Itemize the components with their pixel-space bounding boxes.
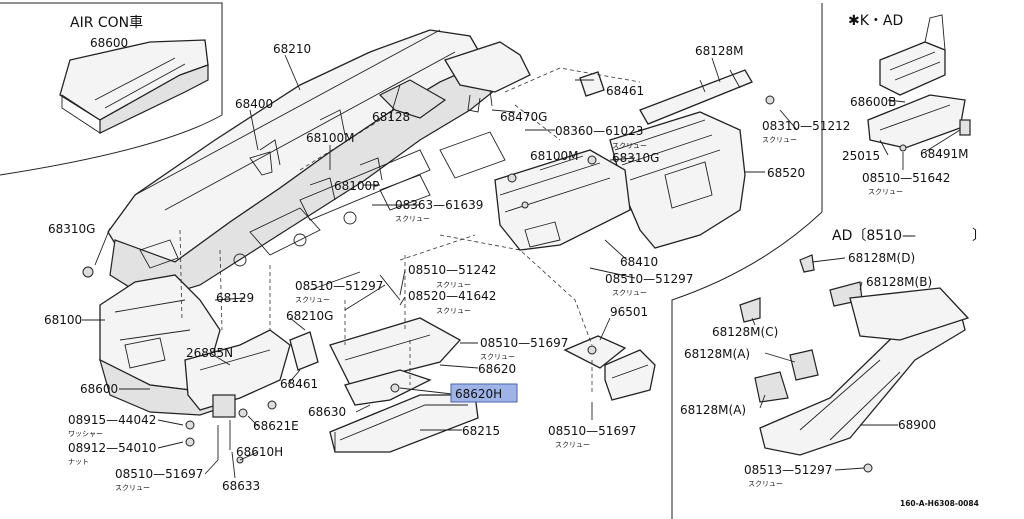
- part-label-68210g: 68210G: [286, 309, 333, 323]
- part-label-68215: 68215: [462, 424, 500, 438]
- sublabel-08510-51242: スクリュー: [436, 281, 471, 289]
- part-label-08360-61023: 08360—61023: [555, 124, 643, 138]
- part-label-68630: 68630: [308, 405, 346, 419]
- part-label-08915-44042: 08915—44042: [68, 413, 156, 427]
- upper-bracket-part: [444, 41, 775, 125]
- part-label-68310g-left: 68310G: [48, 222, 95, 236]
- instrument-panel-part: [107, 29, 506, 301]
- k-ad-inset-parts: [867, 14, 971, 152]
- part-label-68128m-b: 68128M(B): [866, 275, 932, 289]
- part-label-68610h: 68610H: [236, 445, 283, 459]
- part-label-08510-51697-b: 08510—51697: [548, 424, 636, 438]
- sublabel-08310: スクリュー: [762, 136, 797, 144]
- part-label-08510-51242: 08510—51242: [408, 263, 496, 277]
- ad-title-close: 〕: [972, 228, 986, 244]
- sublabel-08510-51697-m: スクリュー: [480, 353, 515, 361]
- part-label-68491m: 68491M: [920, 147, 969, 161]
- part-label-68461-top: 68461: [606, 84, 644, 98]
- part-label-68100m-a: 68100M: [306, 131, 355, 145]
- part-label-08510-51697-l: 08510—51697: [115, 467, 203, 481]
- part-labels: 68600 68210 68400 68128 68100M 68470G 68…: [44, 36, 969, 493]
- ad-title: AD〔8510—: [832, 228, 916, 244]
- part-label-68900: 68900: [898, 418, 936, 432]
- inset-frames: [0, 2, 823, 519]
- tray-part: [329, 394, 479, 453]
- part-label-68520: 68520: [767, 166, 805, 180]
- part-label-96501: 96501: [610, 305, 648, 319]
- part-label-68400: 68400: [235, 97, 273, 111]
- sublabel-08510-m: スクリュー: [295, 296, 330, 304]
- part-label-68210: 68210: [273, 42, 311, 56]
- part-label-68410: 68410: [620, 255, 658, 269]
- assembly-lines: [179, 67, 641, 395]
- part-label-68600b: 68600B: [850, 95, 896, 109]
- radio-bracket-part: [563, 335, 656, 401]
- sublabel-08360: スクリュー: [612, 142, 647, 150]
- part-label-08510-51297-m: 08510—51297: [295, 279, 383, 293]
- part-label-68100p: 68100P: [334, 179, 379, 193]
- part-label-68128m-top: 68128M: [695, 44, 744, 58]
- highlight-box: [450, 383, 518, 403]
- sublabel-08510-51697-b: スクリュー: [555, 441, 590, 449]
- sublabel-08912: ナット: [68, 458, 89, 466]
- part-label-08363-61639: 08363—61639: [395, 198, 483, 212]
- center-cluster-part: [494, 149, 631, 251]
- part-label-08310-51212: 08310—51212: [762, 119, 850, 133]
- ad-inset-parts: [739, 254, 970, 473]
- k-ad-title: ✱K・AD: [848, 13, 903, 29]
- air-con-title: AIR CON車: [70, 14, 143, 31]
- part-label-68128m-a1: 68128M(A): [684, 347, 750, 361]
- part-label-68620: 68620: [478, 362, 516, 376]
- part-label-68128m-d: 68128M(D): [848, 251, 915, 265]
- sublabel-08363: スクリュー: [395, 215, 430, 223]
- part-label-68600-top: 68600: [90, 36, 128, 50]
- part-label-08513-51297: 08513—51297: [744, 463, 832, 477]
- lower-panel-part: [99, 274, 291, 416]
- air-con-duct-part: [59, 39, 209, 134]
- part-label-08510-51642: 08510—51642: [862, 171, 950, 185]
- part-label-26885n: 26885N: [186, 346, 233, 360]
- part-label-68633: 68633: [222, 479, 260, 493]
- sublabel-08915: ワッシャー: [68, 430, 103, 438]
- center-bracket-part: [289, 271, 462, 406]
- part-label-68128m-c: 68128M(C): [712, 325, 778, 339]
- part-label-68470g: 68470G: [500, 110, 547, 124]
- part-label-68129: 68129: [216, 291, 254, 305]
- left-fasteners: [82, 266, 277, 464]
- part-label-68310g-right: 68310G: [612, 151, 659, 165]
- part-label-68100m-b: 68100M: [530, 149, 579, 163]
- sublabel-08510-51697-l: スクリュー: [115, 484, 150, 492]
- part-label-08912-54010: 08912—54010: [68, 441, 156, 455]
- part-label-68600: 68600: [80, 382, 118, 396]
- part-label-08510-51297-r: 08510—51297: [605, 272, 693, 286]
- part-label-68128m-a2: 68128M(A): [680, 403, 746, 417]
- part-label-08520-41642: 08520—41642: [408, 289, 496, 303]
- part-label-68620h: 68620H: [455, 387, 502, 401]
- part-label-25015: 25015: [842, 149, 880, 163]
- part-label-68461-mid: 68461: [280, 377, 318, 391]
- part-label-68100: 68100: [44, 313, 82, 327]
- part-label-08510-51697-m: 08510—51697: [480, 336, 568, 350]
- reference-code: 160-A-H6308-0084: [900, 499, 979, 508]
- sublabel-08513: スクリュー: [748, 480, 783, 488]
- reinforcement-part: [249, 79, 447, 221]
- leader-lines: [82, 54, 961, 479]
- sublabel-08510-r: スクリュー: [612, 289, 647, 297]
- part-label-68621e: 68621E: [253, 419, 299, 433]
- sublabel-08520: スクリュー: [436, 307, 471, 315]
- sublabel-08510-51642: スクリュー: [868, 188, 903, 196]
- cluster-hood-part: [609, 111, 746, 249]
- part-label-68128: 68128: [372, 110, 410, 124]
